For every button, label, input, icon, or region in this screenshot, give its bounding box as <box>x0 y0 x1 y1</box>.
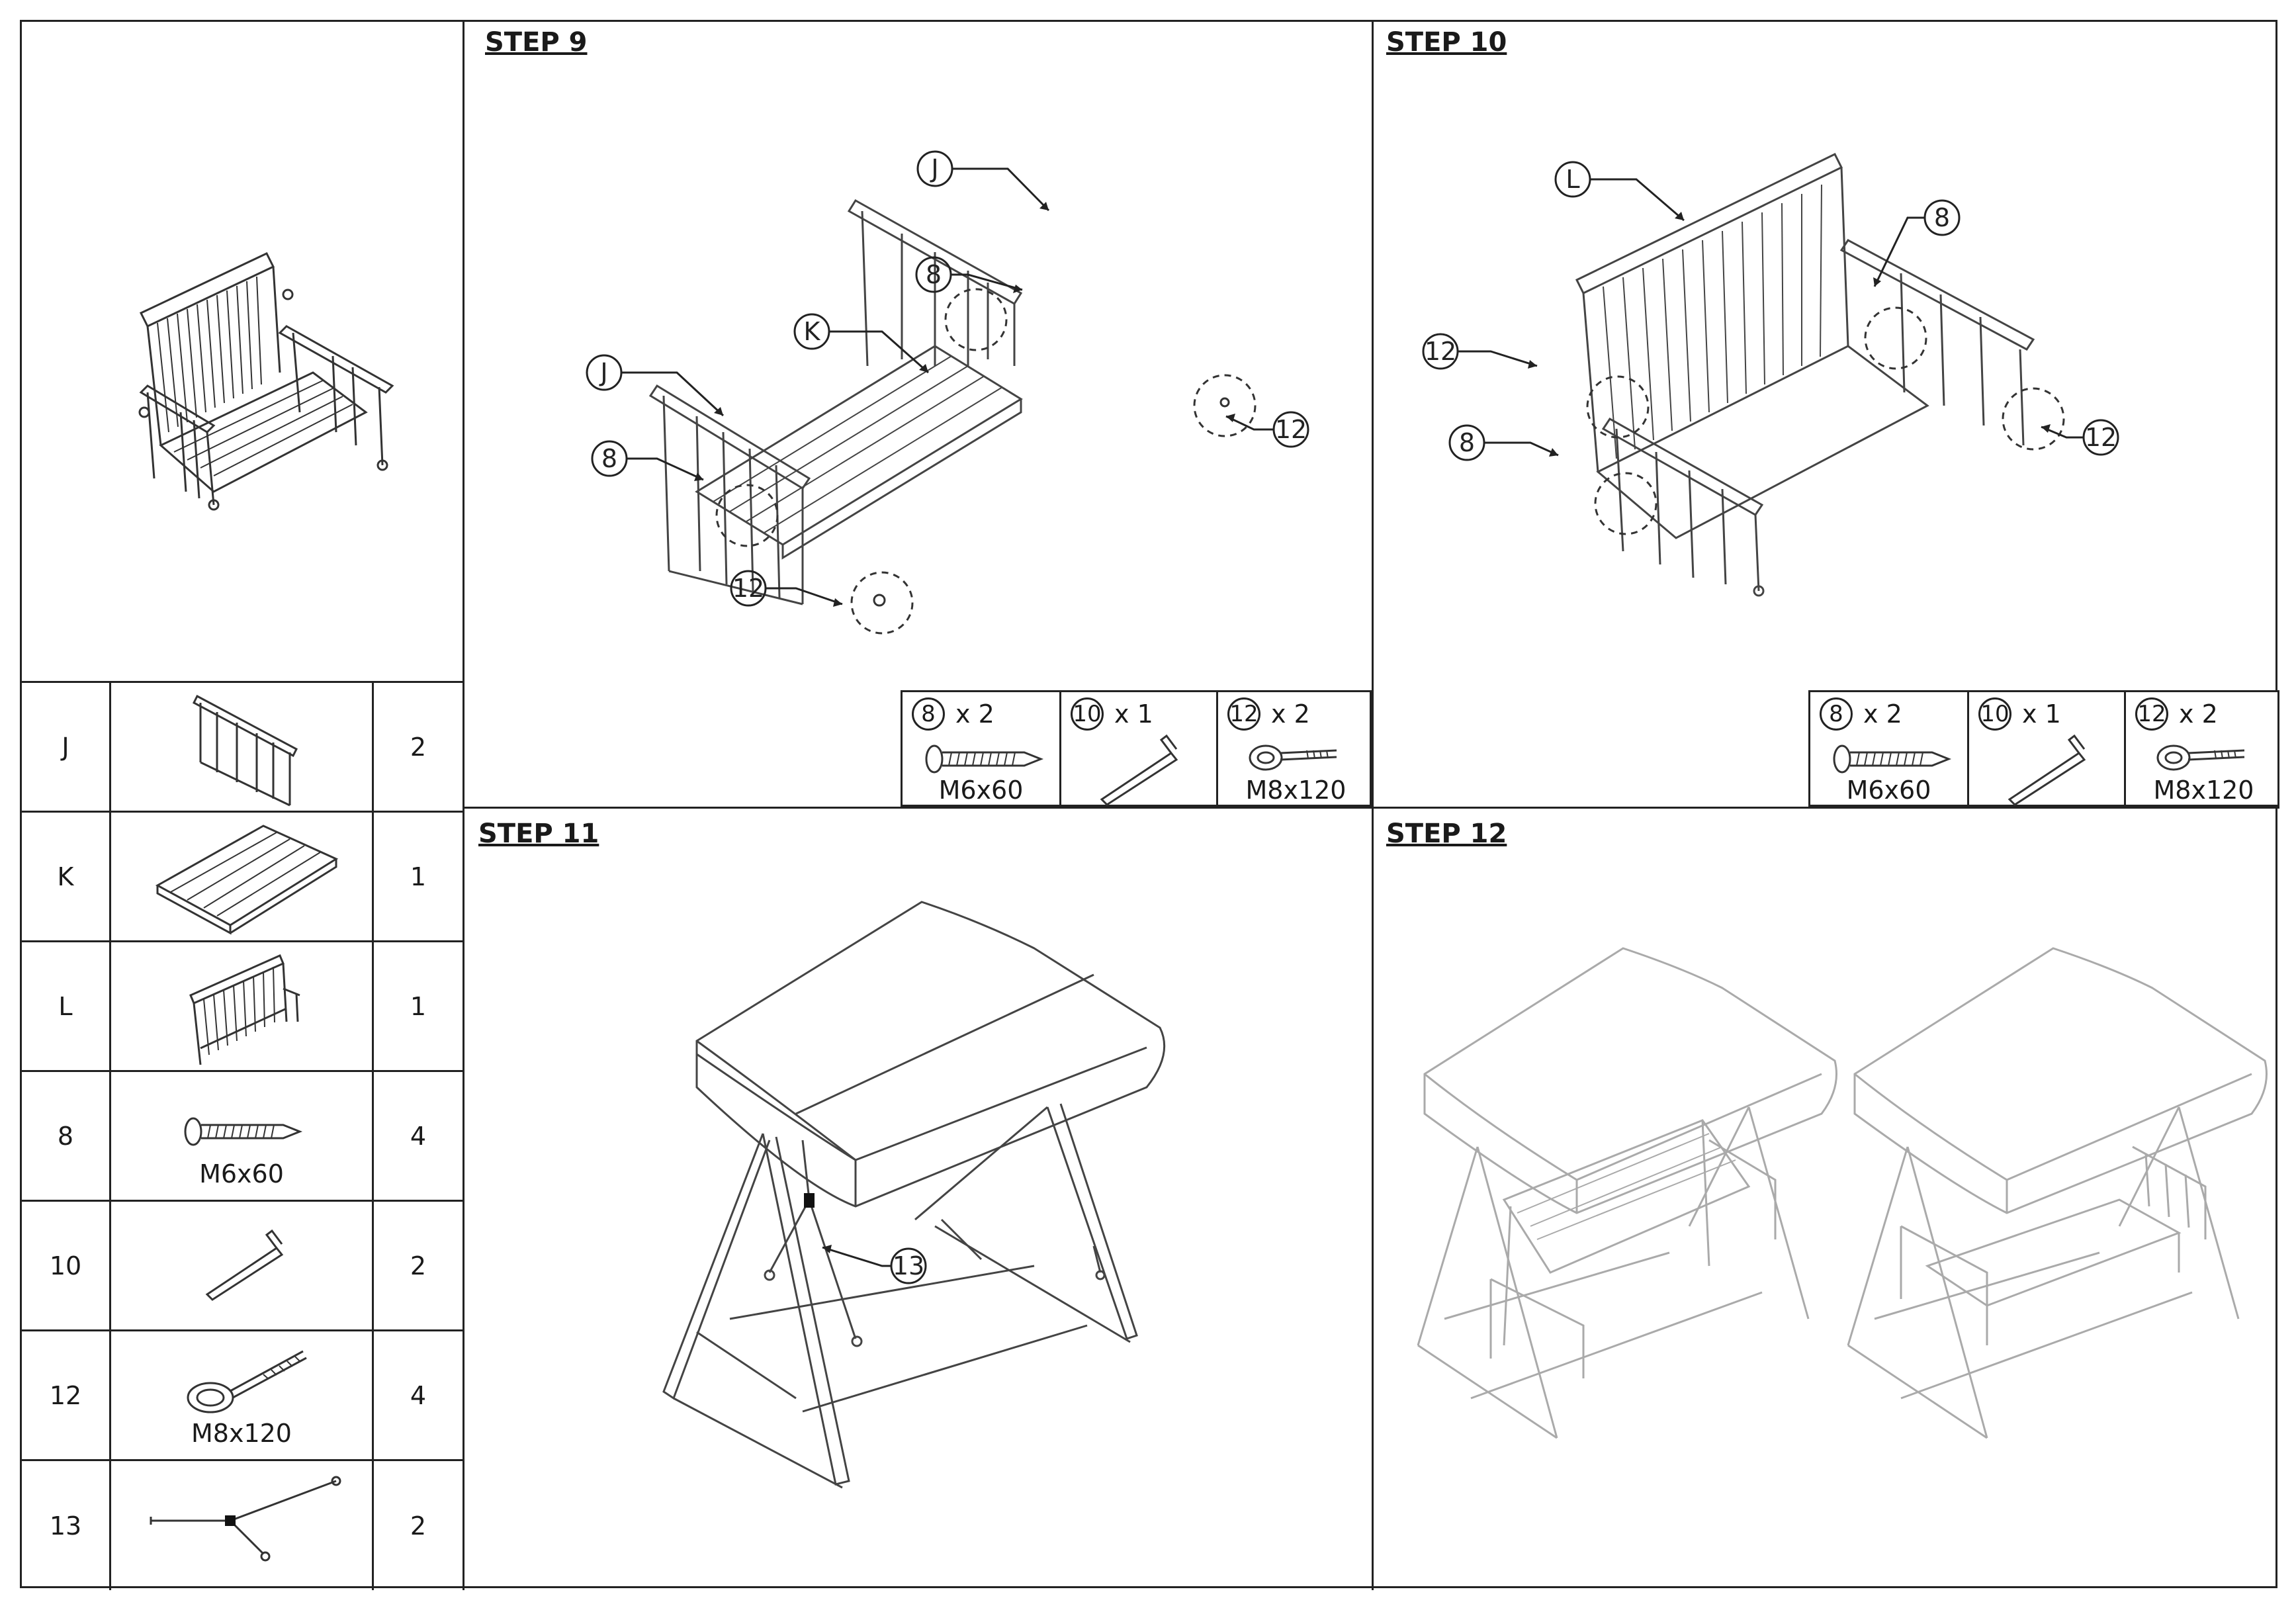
part-image <box>109 1461 374 1590</box>
hardware-number: 12 <box>2135 697 2168 731</box>
divider-horizontal-middle <box>463 807 2279 809</box>
callout-8-rear: 8 <box>1934 203 1950 232</box>
callout-12-rear: 12 <box>1275 415 1307 444</box>
hardware-qty: x 1 <box>2022 699 2061 729</box>
part-letter: 8 <box>57 1121 74 1151</box>
hardware-item: 12 x 2 M8x120 <box>1216 692 1374 805</box>
callout-12-rear: 12 <box>2085 423 2117 452</box>
step-title: STEP 11 <box>478 819 599 849</box>
hardware-caption: M6x60 <box>1846 776 1931 805</box>
part-caption: M6x60 <box>199 1159 284 1188</box>
part-image <box>109 813 374 940</box>
table-row: 12 M8x120 4 <box>22 1329 463 1459</box>
eye-bolt-icon <box>187 1350 307 1413</box>
part-qty: 4 <box>410 1380 427 1410</box>
backrest-panel-icon <box>189 954 300 1065</box>
hardware-number: 12 <box>1227 697 1260 731</box>
part-image <box>109 683 374 811</box>
part-qty: 2 <box>410 732 427 762</box>
hardware-number: 8 <box>1820 697 1853 731</box>
part-qty: 2 <box>410 1251 427 1280</box>
hardware-item: 8 x 2 M6x60 <box>1810 692 1967 805</box>
allen-key-icon <box>1100 734 1178 806</box>
callout-8-rear: 8 <box>926 260 942 289</box>
allen-key-icon <box>2008 734 2086 806</box>
step10-illustration <box>1575 153 2065 597</box>
hardware-qty: x 2 <box>2179 699 2218 729</box>
hardware-number: 8 <box>912 697 945 731</box>
hardware-number: 10 <box>1978 697 2011 731</box>
chain-assembly-icon <box>150 1476 341 1562</box>
screw-icon <box>184 1117 303 1146</box>
step11-callouts: 13 <box>822 1245 927 1284</box>
divider-vertical-left <box>463 22 464 1590</box>
step9-callouts: J 8 K J 8 12 12 <box>586 150 1309 607</box>
table-row: K 1 <box>22 811 463 940</box>
step9-hardware-box: 8 x 2 M6x60 10 x 1 12 x 2 M8x120 <box>901 690 1372 807</box>
part-image: M6x60 <box>109 1072 374 1200</box>
eye-bolt-icon <box>2156 744 2245 771</box>
parts-table: J 2 K <box>22 681 463 1590</box>
table-row: 8 M6x60 4 <box>22 1070 463 1200</box>
hardware-caption: M8x120 <box>2153 776 2254 805</box>
screw-icon <box>1833 744 1952 774</box>
table-row: L 1 <box>22 940 463 1070</box>
callout-j-rear: J <box>930 154 938 183</box>
callout-13: 13 <box>893 1251 924 1280</box>
part-letter: L <box>58 991 73 1021</box>
part-image <box>109 1202 374 1329</box>
divider-vertical-middle <box>1372 22 1374 1590</box>
part-qty: 1 <box>410 991 427 1021</box>
screw-icon <box>925 744 1044 774</box>
allen-key-icon <box>205 1229 284 1301</box>
part-qty: 4 <box>410 1121 427 1151</box>
step-title: STEP 10 <box>1386 27 1507 58</box>
overview-swing-seat-illustration <box>138 252 394 511</box>
table-row: J 2 <box>22 681 463 811</box>
hardware-item: 12 x 2 M8x120 <box>2124 692 2281 805</box>
part-letter: K <box>57 862 74 891</box>
hardware-qty: x 2 <box>955 699 994 729</box>
part-image <box>109 942 374 1070</box>
step-title: STEP 9 <box>485 27 588 58</box>
part-qty: 2 <box>410 1511 427 1541</box>
hardware-item: 10 x 1 <box>1967 692 2124 806</box>
hardware-caption: M8x120 <box>1245 776 1347 805</box>
step10-callouts: L 8 12 8 12 <box>1422 161 2119 461</box>
callout-l: L <box>1566 165 1579 194</box>
instruction-sheet: J 2 K <box>20 20 2279 1590</box>
part-caption: M8x120 <box>191 1419 292 1448</box>
callout-12-front: 12 <box>732 574 764 603</box>
seat-panel-icon <box>155 825 339 935</box>
hardware-qty: x 2 <box>1271 699 1310 729</box>
hardware-qty: x 2 <box>1863 699 1902 729</box>
hardware-item: 10 x 1 <box>1059 692 1216 806</box>
step11-frame-canopy-illustration <box>662 901 1166 1489</box>
hardware-number: 10 <box>1071 697 1104 731</box>
part-letter: J <box>62 732 69 762</box>
hardware-item: 8 x 2 M6x60 <box>903 692 1059 805</box>
part-letter: 13 <box>49 1511 82 1541</box>
part-letter: 10 <box>49 1251 82 1280</box>
table-row: 13 2 <box>22 1459 463 1590</box>
step-title: STEP 12 <box>1386 819 1507 849</box>
callout-8-front: 8 <box>1459 428 1475 457</box>
step12-assembled-swing-left <box>1417 947 1837 1439</box>
callout-12-front: 12 <box>1425 337 1456 366</box>
callout-8-front: 8 <box>601 444 617 473</box>
eye-bolt-icon <box>1249 744 1337 771</box>
armrest-frame-icon <box>193 694 298 807</box>
callout-j-front: J <box>599 358 607 387</box>
callout-k: K <box>804 317 821 346</box>
step12-assembled-swing-right <box>1847 947 2268 1439</box>
step10-hardware-box: 8 x 2 M6x60 10 x 1 12 x 2 M8x120 <box>1808 690 2279 807</box>
step9-illustration <box>648 199 1257 635</box>
hardware-caption: M6x60 <box>938 776 1024 805</box>
part-qty: 1 <box>410 862 427 891</box>
table-row: 10 2 <box>22 1200 463 1329</box>
hardware-qty: x 1 <box>1114 699 1153 729</box>
part-letter: 12 <box>49 1380 82 1410</box>
part-image: M8x120 <box>109 1331 374 1459</box>
